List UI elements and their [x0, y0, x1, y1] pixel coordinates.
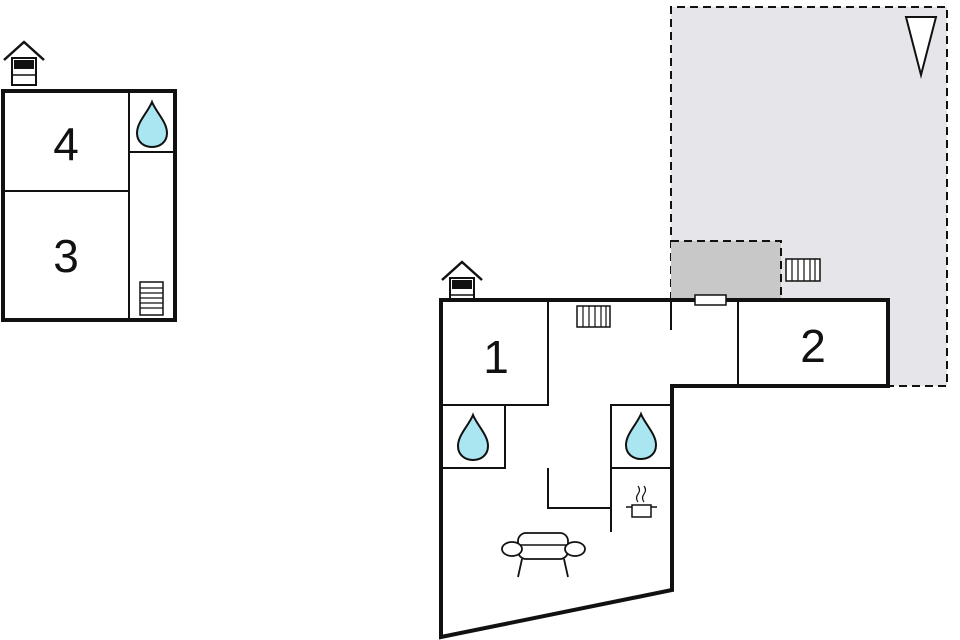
room-label-1: 1	[483, 331, 509, 383]
covered-terrace	[671, 240, 782, 300]
upper-floor: 4 3	[1, 40, 177, 322]
room-3: 3	[53, 230, 79, 282]
room-4: 4	[53, 118, 79, 170]
compass-north-icon	[904, 16, 938, 79]
door-icon	[694, 294, 727, 306]
ground-floor: 1 2	[439, 260, 890, 640]
room-label-2: 2	[800, 320, 826, 372]
kitchen-pot-icon	[626, 485, 657, 518]
room-1: 1	[483, 331, 509, 383]
room-label-4: 4	[53, 118, 79, 170]
sofa-icon	[501, 532, 586, 578]
room-label-3: 3	[53, 230, 79, 282]
room-2: 2	[800, 320, 826, 372]
terrace-staircase-icon	[785, 258, 821, 282]
staircase-icon	[139, 281, 164, 316]
staircase-icon	[576, 305, 611, 328]
house-icon	[2, 40, 46, 87]
